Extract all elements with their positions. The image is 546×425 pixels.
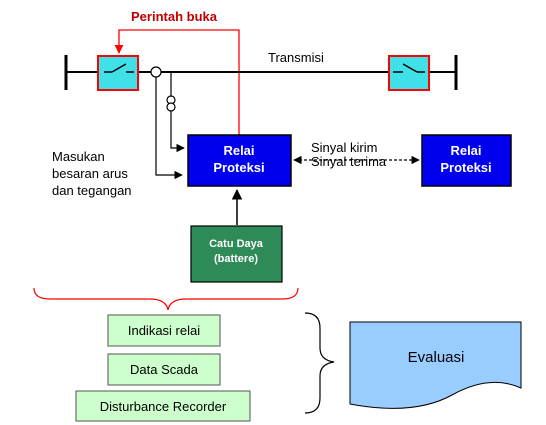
svg-text:Indikasi relai: Indikasi relai	[128, 323, 200, 338]
record-indikasi-relai: Indikasi relai	[107, 314, 221, 347]
relay-left-box: Relai Proteksi	[187, 134, 292, 187]
svg-text:dan tegangan: dan tegangan	[52, 183, 132, 198]
command-label: Perintah buka	[131, 9, 218, 24]
svg-text:Proteksi: Proteksi	[213, 160, 264, 175]
svg-text:(battere): (battere)	[214, 253, 258, 265]
left-breaker	[97, 55, 139, 91]
command-line	[114, 29, 240, 135]
transmission-label: Transmisi	[268, 50, 324, 65]
svg-text:Data Scada: Data Scada	[130, 362, 199, 377]
svg-text:besaran arus: besaran arus	[52, 166, 128, 181]
record-data-scada: Data Scada	[107, 353, 221, 386]
svg-text:Relai: Relai	[450, 143, 481, 158]
power-supply-box: Catu Daya (battere)	[190, 188, 283, 283]
record-disturbance-recorder: Disturbance Recorder	[75, 390, 251, 422]
records-brace	[304, 312, 335, 414]
svg-text:Proteksi: Proteksi	[440, 160, 491, 175]
svg-text:Disturbance Recorder: Disturbance Recorder	[100, 399, 227, 414]
svg-text:Relai: Relai	[223, 143, 254, 158]
voltage-transformer	[166, 72, 185, 153]
svg-text:Catu Daya: Catu Daya	[209, 238, 264, 250]
current-transformer	[150, 66, 183, 180]
svg-text:Evaluasi: Evaluasi	[408, 349, 465, 366]
input-label: Masukan besaran arus dan tegangan	[52, 149, 132, 198]
evaluation-document: Evaluasi	[349, 321, 522, 409]
svg-text:Masukan: Masukan	[52, 149, 105, 164]
signal-receive-label: Sinyal terima	[311, 154, 387, 169]
system-brace	[33, 287, 299, 311]
relay-right-box: Relai Proteksi	[421, 134, 512, 187]
signal-send-label: Sinyal kirim	[311, 140, 377, 155]
right-breaker	[388, 55, 430, 91]
